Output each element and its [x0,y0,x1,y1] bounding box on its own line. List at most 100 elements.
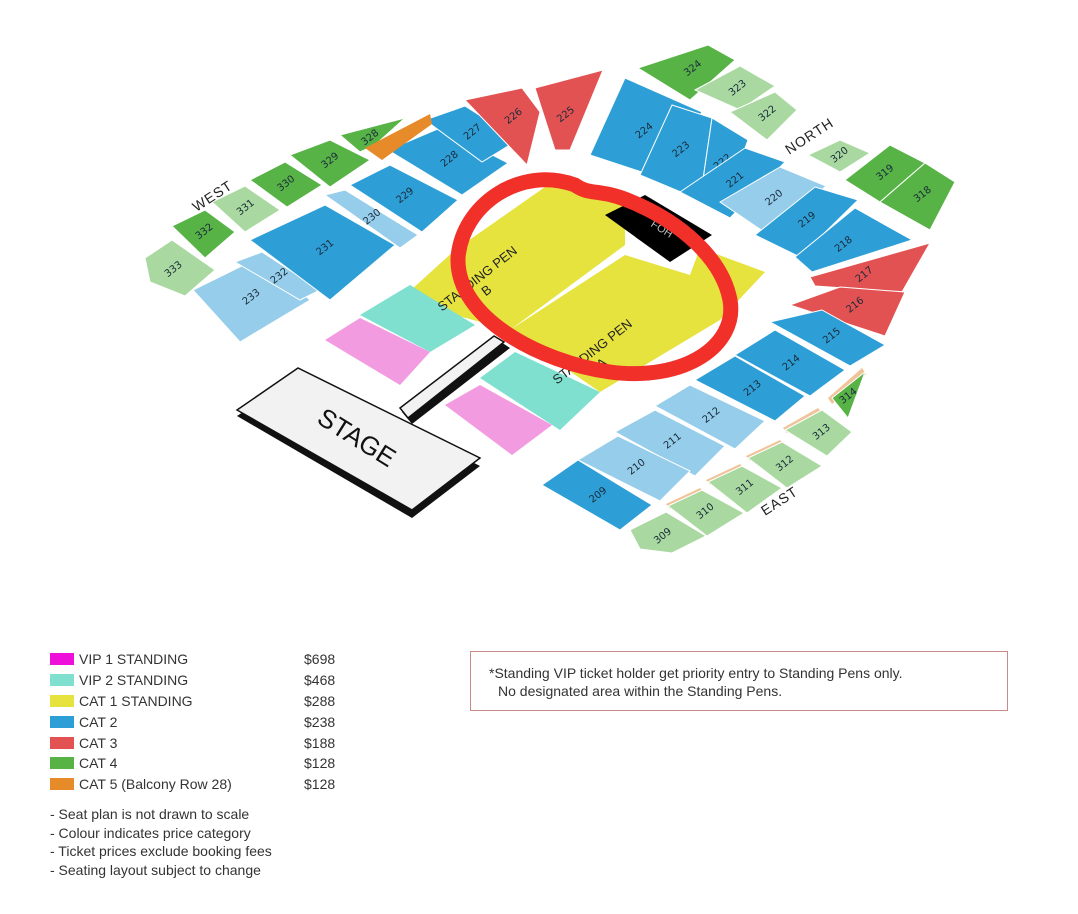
notice-line-2: No designated area within the Standing P… [498,683,783,699]
section-322[interactable]: 322 [729,91,798,141]
vip2-lower[interactable] [480,352,600,430]
section-shape[interactable] [754,186,859,258]
section-shape[interactable] [806,139,872,173]
section-324[interactable]: 324 [636,44,736,101]
section-shape[interactable] [729,91,798,141]
section-shape[interactable] [576,435,691,502]
legend-price: $128 [304,776,336,793]
section-shape[interactable] [653,384,766,450]
section-shape[interactable] [348,164,459,233]
section-219[interactable]: 219 [754,186,859,258]
section-228[interactable]: 228 [386,127,509,196]
section-223[interactable]: 223 [639,104,713,201]
stage-runway-shadow [402,340,510,424]
section-shape[interactable] [144,239,216,297]
legend-label: CAT 2 [79,713,118,730]
section-226[interactable]: 226 [464,87,541,167]
section-333[interactable]: 333 [144,239,216,297]
section-320[interactable]: 320 [806,139,872,173]
section-shape[interactable] [794,207,914,273]
legend-label: CAT 4 [79,755,118,772]
section-217[interactable]: 217 [809,242,932,293]
section-229[interactable]: 229 [348,164,459,233]
legend-row: CAT 1 STANDING$288 [50,691,364,712]
section-323[interactable]: 323 [693,65,776,111]
legend-price: $188 [304,734,336,751]
standing-pen-a[interactable] [510,248,765,392]
section-shape[interactable] [747,441,823,489]
sections-layer: 3333323313303293282332322312302292282272… [144,44,956,554]
legend-label: VIP 2 STANDING [79,672,189,689]
section-214[interactable]: 214 [734,329,846,397]
legend-row: VIP 1 STANDING$698 [50,649,364,670]
section-shape[interactable] [171,209,236,259]
notice-box: *Standing VIP ticket holder get priority… [470,651,1008,711]
section-shape[interactable] [831,370,867,420]
section-210[interactable]: 210 [576,435,691,502]
legend-row: CAT 4$128 [50,753,364,774]
section-212[interactable]: 212 [653,384,766,450]
section-311[interactable]: 311 [707,465,783,514]
section-312[interactable]: 312 [747,441,823,489]
section-221[interactable]: 221 [679,147,786,219]
section-313[interactable]: 313 [784,409,853,457]
section-216[interactable]: 216 [788,286,906,337]
section-shape[interactable] [629,511,708,554]
section-314[interactable]: 314 [831,370,867,420]
section-shape[interactable] [249,161,323,208]
section-215[interactable]: 215 [768,309,886,367]
section-310[interactable]: 310 [667,489,745,537]
section-318[interactable]: 318 [879,162,956,231]
legend-swatch [50,694,74,707]
section-213[interactable]: 213 [693,355,806,422]
section-shape[interactable] [386,127,509,196]
section-209[interactable]: 209 [541,459,653,531]
section-shape[interactable] [534,69,604,151]
section-330[interactable]: 330 [249,161,323,208]
vip1-lower[interactable] [445,385,552,455]
section-309[interactable]: 309 [629,511,708,554]
standing-pen-b[interactable] [400,180,625,330]
stage-platform[interactable] [235,367,482,511]
section-shape[interactable] [784,409,853,457]
note-line: - Seat plan is not drawn to scale [50,806,250,822]
section-shape[interactable] [719,166,827,237]
section-225[interactable]: 225 [534,69,604,151]
section-shape[interactable] [788,286,906,337]
section-329[interactable]: 329 [289,139,371,188]
section-332[interactable]: 332 [171,209,236,259]
section-shape[interactable] [693,355,806,422]
legend-row: VIP 2 STANDING $468 [50,670,364,691]
section-shape[interactable] [693,65,776,111]
section-shape[interactable] [734,329,846,397]
section-230[interactable]: 230 [323,189,419,249]
legend-row: CAT 5 (Balcony Row 28)$128 [50,774,364,795]
section-shape[interactable] [541,459,653,531]
legend-price: $288 [304,692,336,709]
vip1-upper[interactable] [325,318,430,385]
section-shape[interactable] [768,309,886,367]
section-shape[interactable] [464,87,541,167]
section-220[interactable]: 220 [719,166,827,237]
section-shape[interactable] [707,465,783,514]
legend-swatch [50,715,74,728]
section-shape[interactable] [636,44,736,101]
section-shape[interactable] [211,185,281,233]
legend-label: CAT 3 [79,734,118,751]
legend-price: $468 [304,672,336,689]
section-331[interactable]: 331 [211,185,281,233]
section-shape[interactable] [679,147,786,219]
stage-runway [398,335,506,420]
section-211[interactable]: 211 [613,409,726,477]
section-shape[interactable] [667,489,745,537]
section-232[interactable]: 232 [233,251,322,301]
vip2-upper[interactable] [360,285,475,352]
legend-label: VIP 1 STANDING [79,651,189,668]
section-shape[interactable] [289,139,371,188]
section-shape[interactable] [879,162,956,231]
cat5-balcony-row[interactable] [365,114,432,160]
section-shape[interactable] [323,189,419,249]
note-line: - Ticket prices exclude booking fees [50,843,272,859]
section-218[interactable]: 218 [794,207,914,273]
